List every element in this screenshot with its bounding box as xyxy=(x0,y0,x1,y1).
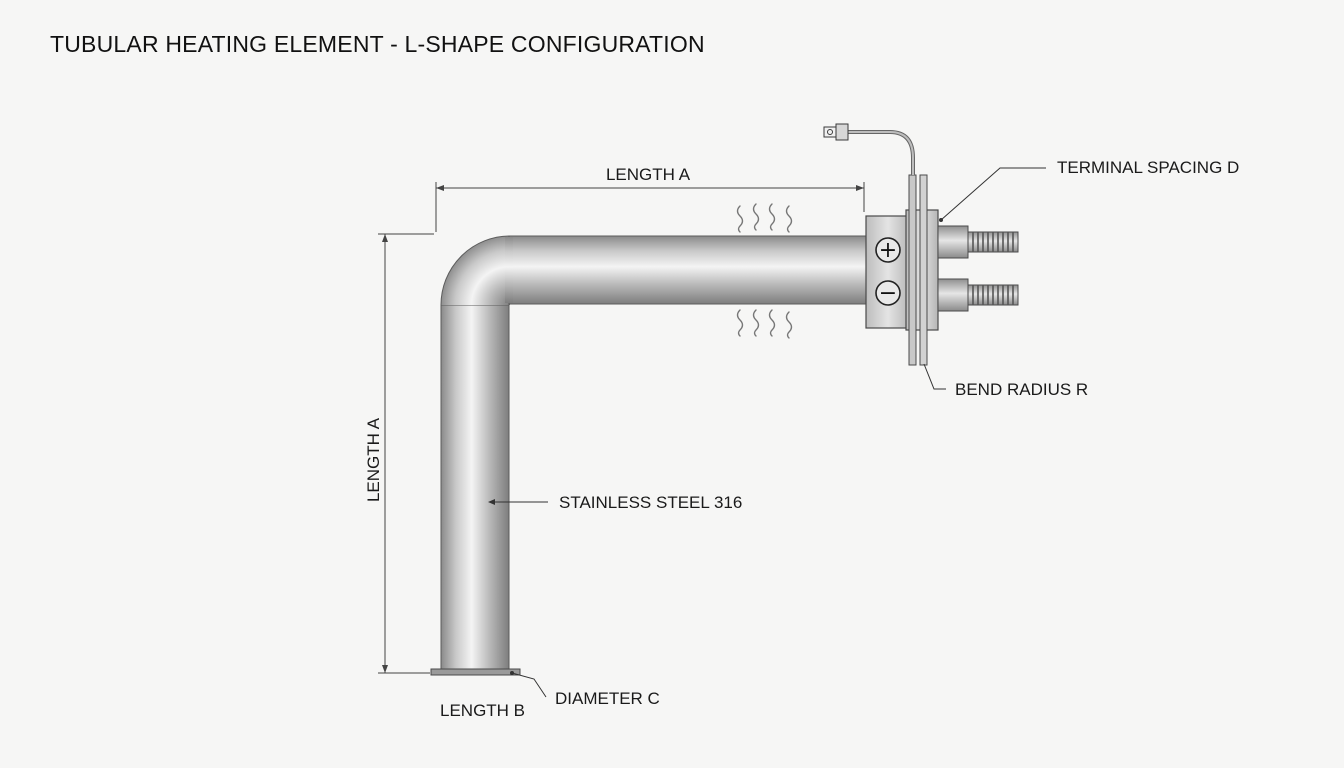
sensor-lead-wire xyxy=(823,123,915,175)
threaded-stud-positive xyxy=(937,225,1019,259)
terminal-block xyxy=(865,174,939,366)
length-a-side-label: LENGTH A xyxy=(364,417,383,502)
negative-terminal-icon: − xyxy=(875,280,901,306)
svg-text:+: + xyxy=(879,238,897,263)
length-a-top-label: LENGTH A xyxy=(606,165,691,184)
diagram-title: TUBULAR HEATING ELEMENT - L-SHAPE CONFIG… xyxy=(50,31,705,57)
base-flange xyxy=(430,668,521,676)
tube-bend xyxy=(440,235,511,306)
positive-terminal-icon: + xyxy=(875,237,901,263)
heat-wave-icon xyxy=(736,203,793,339)
callout-stainless-steel: STAINLESS STEEL 316 xyxy=(488,493,742,512)
diameter-c-label: DIAMETER C xyxy=(555,689,660,708)
dimension-length-a-horizontal: LENGTH A xyxy=(435,165,865,232)
terminal-spacing-label: TERMINAL SPACING D xyxy=(1057,158,1239,177)
callout-diameter-c: DIAMETER C xyxy=(510,671,660,708)
callout-bend-radius: BEND RADIUS R xyxy=(923,363,1088,399)
svg-text:−: − xyxy=(879,281,897,306)
material-label: STAINLESS STEEL 316 xyxy=(559,493,742,512)
threaded-stud-negative xyxy=(937,278,1019,312)
dimension-length-a-vertical: LENGTH A xyxy=(364,233,434,674)
length-b-label: LENGTH B xyxy=(440,701,525,720)
horizontal-tube-leg xyxy=(505,235,870,305)
callout-terminal-spacing: TERMINAL SPACING D xyxy=(939,158,1239,222)
vertical-tube-leg xyxy=(440,304,510,672)
bend-radius-label: BEND RADIUS R xyxy=(955,380,1088,399)
